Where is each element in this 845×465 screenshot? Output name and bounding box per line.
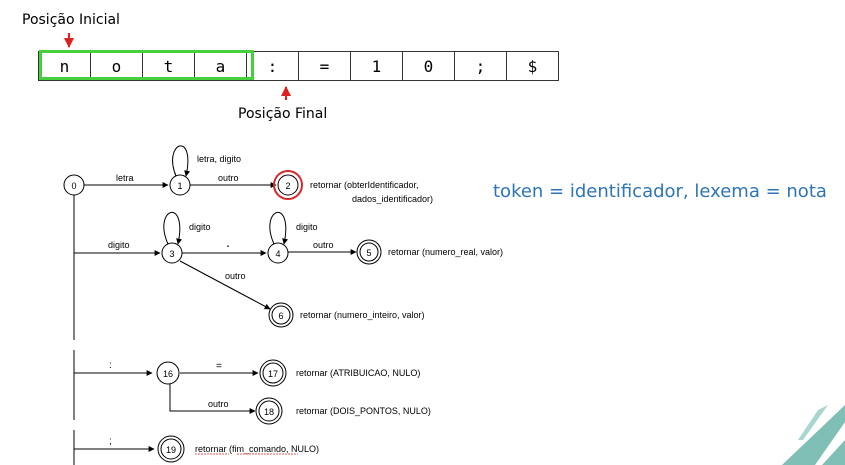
tape-cell: = <box>299 51 351 81</box>
tape-cell: ; <box>455 51 507 81</box>
state-18-final: 18 <box>255 397 283 425</box>
state-3: 3 <box>161 242 183 264</box>
corner-decoration <box>782 405 845 465</box>
state-1: 1 <box>169 174 191 196</box>
final-position-label: Posição Final <box>238 106 328 122</box>
state-5-final: 5 <box>356 239 382 265</box>
token-lexeme-text: token = identificador, lexema = nota <box>493 181 827 202</box>
state-label: 17 <box>268 369 278 379</box>
initial-position-label: Posição Inicial <box>22 12 120 28</box>
edge-label-letra-digito: letra, digito <box>197 154 241 164</box>
state-label: 0 <box>71 181 76 191</box>
edge-label-outro: outro <box>218 173 239 183</box>
state-label: 19 <box>166 445 176 455</box>
state-label: 2 <box>285 181 290 191</box>
edge-label-ponto: . <box>226 234 230 250</box>
edge-label-ponto-virgula: ; <box>109 436 112 447</box>
return-label-17: retornar (ATRIBUICAO, NULO) <box>296 368 420 378</box>
return-label-2: retornar (obterIdentificador, <box>310 180 419 190</box>
tape-cell: 1 <box>351 51 403 81</box>
state-0: 0 <box>63 174 85 196</box>
state-17-final: 17 <box>259 359 287 387</box>
edge-3-6 <box>179 260 271 310</box>
edge-label-outro: outro <box>313 240 334 250</box>
state-2-current: 2 <box>273 170 303 200</box>
edge-label-digito: digito <box>189 222 211 232</box>
input-tape: n o t a : = 1 0 ; $ <box>38 51 559 81</box>
return-label-6: retornar (numero_inteiro, valor) <box>300 310 425 320</box>
edge-label-igual: = <box>216 361 222 372</box>
state-label: 5 <box>366 248 371 258</box>
state-label: 1 <box>177 181 182 191</box>
state-label: 6 <box>278 311 283 321</box>
loop-1 <box>172 145 191 177</box>
state-6-final: 6 <box>268 302 294 328</box>
return-label-18: retornar (DOIS_PONTOS, NULO) <box>296 406 431 416</box>
edge-label-dois-pontos: : <box>109 360 112 371</box>
edge-label-digito: digito <box>296 222 318 232</box>
state-19-final: 19 <box>157 435 185 463</box>
state-label: 16 <box>163 369 173 379</box>
edge-label-digito: digito <box>108 240 130 250</box>
state-4: 4 <box>267 242 289 264</box>
loop-4 <box>269 212 289 245</box>
tape-cell: 0 <box>403 51 455 81</box>
edge-16-18 <box>169 382 256 414</box>
state-16: 16 <box>156 361 180 385</box>
state-label: 3 <box>169 249 174 259</box>
edge-label-letra: letra <box>116 173 134 183</box>
tape-cell: $ <box>507 51 559 81</box>
state-label: 4 <box>275 249 280 259</box>
return-label-5: retornar (numero_real, valor) <box>388 247 503 257</box>
edge-label-outro: outro <box>208 399 229 409</box>
tape-cell: : <box>247 51 299 81</box>
state-label: 18 <box>264 407 274 417</box>
return-label-2-cont: dados_identificador) <box>352 194 433 204</box>
return-label-19: retornar (fim_comando, NULO) <box>195 444 319 454</box>
loop-3 <box>163 212 183 245</box>
edge-label-outro: outro <box>225 271 246 281</box>
